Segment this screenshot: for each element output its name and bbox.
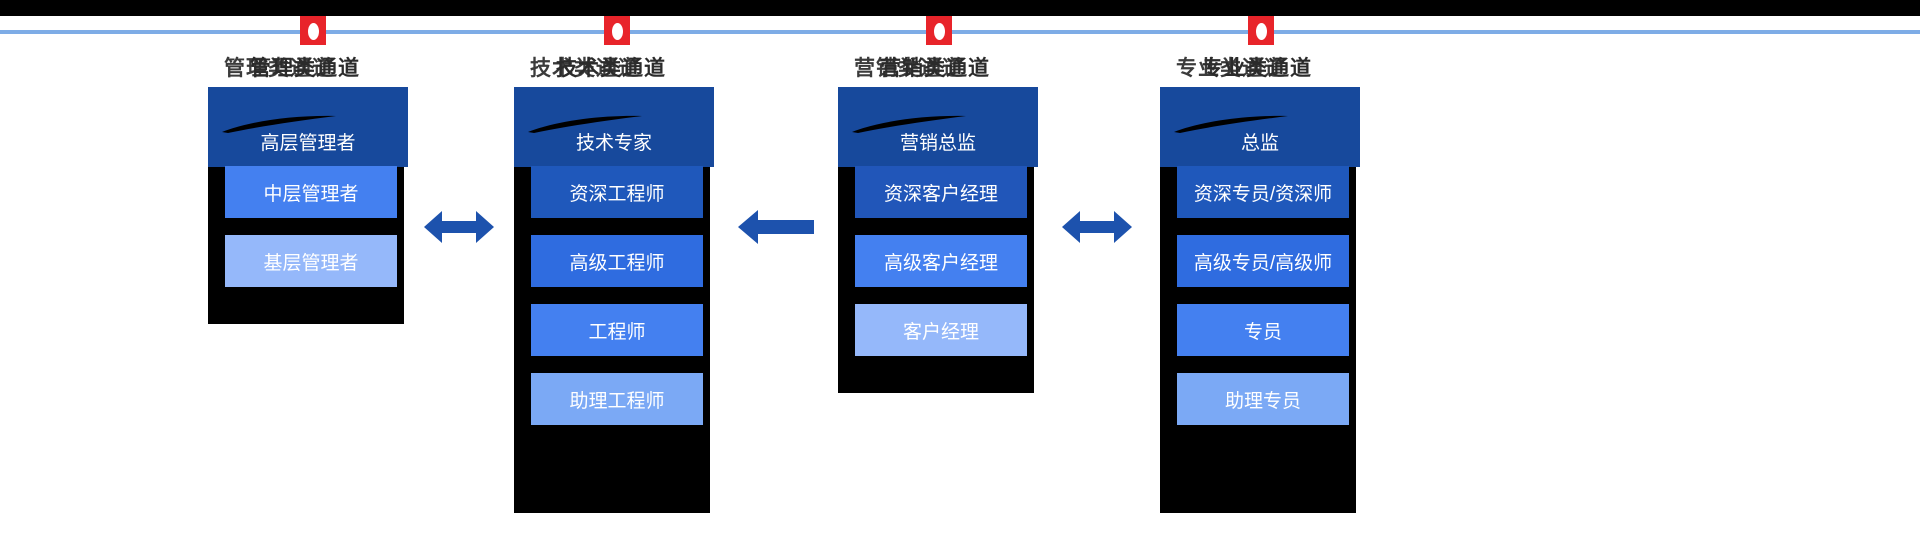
level-label: 资深工程师 xyxy=(569,183,665,205)
timeline-marker-dot xyxy=(307,22,319,40)
arrow-conn-mgmt-tech xyxy=(424,205,494,249)
channel-title-technical: 技术类通道 xyxy=(556,57,666,80)
diagram-canvas: 管理类通道管理类通道高层管理者中层管理者基层管理者技术类通道技术类通道技术专家资… xyxy=(0,45,1920,551)
level-label: 专员 xyxy=(1243,321,1282,343)
ladder-frame-marketing: 营销总监资深客户经理高级客户经理客户经理 xyxy=(838,87,1038,393)
level-box-marketing-3[interactable]: 高级客户经理 xyxy=(855,235,1027,287)
level-label: 高级工程师 xyxy=(569,252,665,274)
ladder-frame-technical: 技术专家资深工程师高级工程师工程师助理工程师 xyxy=(514,87,714,513)
channel-column-professional: 专业类通道专业类通道总监资深专员/资深师高级专员/高级师专员助理专员 xyxy=(1112,45,1402,525)
channel-column-marketing: 营销类通道营销类通道营销总监资深客户经理高级客户经理客户经理 xyxy=(790,45,1080,405)
level-box-technical-2[interactable]: 资深工程师 xyxy=(531,166,703,218)
channel-title-management: 管理类通道 xyxy=(250,57,360,80)
level-label: 基层管理者 xyxy=(263,252,359,274)
level-box-technical-5[interactable]: 助理工程师 xyxy=(531,373,703,425)
ladder-frame-management: 高层管理者中层管理者基层管理者 xyxy=(208,87,408,324)
timeline-marker-dot xyxy=(933,22,945,40)
level-label: 工程师 xyxy=(588,321,646,343)
level-label: 中层管理者 xyxy=(263,183,359,205)
level-box-technical-3[interactable]: 高级工程师 xyxy=(531,235,703,287)
level-label: 高层管理者 xyxy=(260,133,356,154)
timeline-marker-1[interactable] xyxy=(300,16,326,46)
level-box-marketing-4[interactable]: 客户经理 xyxy=(855,304,1027,356)
timeline-line xyxy=(0,30,1920,34)
channel-title-marketing: 营销类通道 xyxy=(880,57,990,80)
channel-column-technical: 技术类通道技术类通道技术专家资深工程师高级工程师工程师助理工程师 xyxy=(466,45,756,525)
level-label: 资深专员/资深师 xyxy=(1193,183,1333,205)
arrow-conn-tech-mkt xyxy=(738,205,814,249)
level-label: 营销总监 xyxy=(899,133,976,154)
level-box-technical-1[interactable]: 技术专家 xyxy=(514,87,714,167)
channel-title-ghost-marketing: 营销类通道 xyxy=(854,57,964,80)
level-box-marketing-2[interactable]: 资深客户经理 xyxy=(855,166,1027,218)
timeline-marker-dot xyxy=(1255,22,1267,40)
level-label: 助理专员 xyxy=(1224,390,1301,412)
arrow-shape-icon xyxy=(1062,211,1132,243)
level-box-professional-4[interactable]: 专员 xyxy=(1177,304,1349,356)
level-box-management-1[interactable]: 高层管理者 xyxy=(208,87,408,167)
level-box-professional-3[interactable]: 高级专员/高级师 xyxy=(1177,235,1349,287)
level-box-professional-5[interactable]: 助理专员 xyxy=(1177,373,1349,425)
channel-title-ghost-technical: 技术类通道 xyxy=(530,57,640,80)
arrow-shape-icon xyxy=(424,211,494,243)
channel-title-ghost-professional: 专业类通道 xyxy=(1176,57,1286,80)
timeline-marker-4[interactable] xyxy=(1248,16,1274,46)
timeline-marker-3[interactable] xyxy=(926,16,952,46)
level-label: 助理工程师 xyxy=(569,390,665,412)
level-label: 客户经理 xyxy=(902,321,979,343)
timeline-marker-dot xyxy=(611,22,623,40)
arrow-conn-mkt-prof xyxy=(1062,205,1132,249)
timeline-marker-2[interactable] xyxy=(604,16,630,46)
top-black-bar xyxy=(0,0,1920,16)
channel-title-ghost-management: 管理类通道 xyxy=(224,57,334,80)
level-label: 高级客户经理 xyxy=(883,252,998,274)
channel-title-professional: 专业类通道 xyxy=(1202,57,1312,80)
level-label: 总监 xyxy=(1240,133,1279,154)
level-box-professional-1[interactable]: 总监 xyxy=(1160,87,1360,167)
level-box-management-3[interactable]: 基层管理者 xyxy=(225,235,397,287)
level-box-professional-2[interactable]: 资深专员/资深师 xyxy=(1177,166,1349,218)
arrow-shape-icon xyxy=(738,210,814,244)
level-box-management-2[interactable]: 中层管理者 xyxy=(225,166,397,218)
ladder-frame-professional: 总监资深专员/资深师高级专员/高级师专员助理专员 xyxy=(1160,87,1360,513)
channel-column-management: 管理类通道管理类通道高层管理者中层管理者基层管理者 xyxy=(160,45,450,336)
level-label: 技术专家 xyxy=(575,133,652,154)
level-label: 资深客户经理 xyxy=(883,183,998,205)
level-box-marketing-1[interactable]: 营销总监 xyxy=(838,87,1038,167)
timeline-strip xyxy=(0,16,1920,46)
level-box-technical-4[interactable]: 工程师 xyxy=(531,304,703,356)
level-label: 高级专员/高级师 xyxy=(1193,252,1333,274)
